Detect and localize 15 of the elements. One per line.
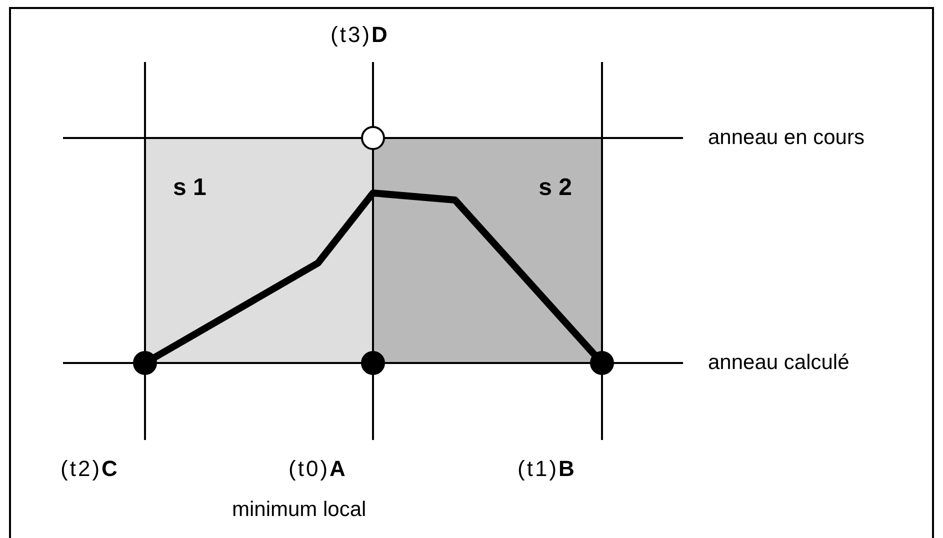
point-label: (t0)A [288, 455, 348, 483]
shaded-region [373, 138, 602, 363]
open-point [361, 126, 385, 150]
axis-label: anneau en cours [708, 125, 864, 151]
filled-point [133, 351, 157, 375]
axis-label: anneau calculé [708, 350, 850, 376]
filled-point [590, 351, 614, 375]
axis-label: minimum local [232, 497, 366, 523]
point-label: (t1)B [516, 455, 578, 483]
region-label: s 2 [538, 173, 572, 203]
point-label: (t3)D [330, 21, 390, 49]
filled-point [361, 351, 385, 375]
shaded-region [145, 138, 373, 363]
point-label: (t2)C [60, 455, 120, 483]
region-label: s 1 [173, 173, 206, 203]
